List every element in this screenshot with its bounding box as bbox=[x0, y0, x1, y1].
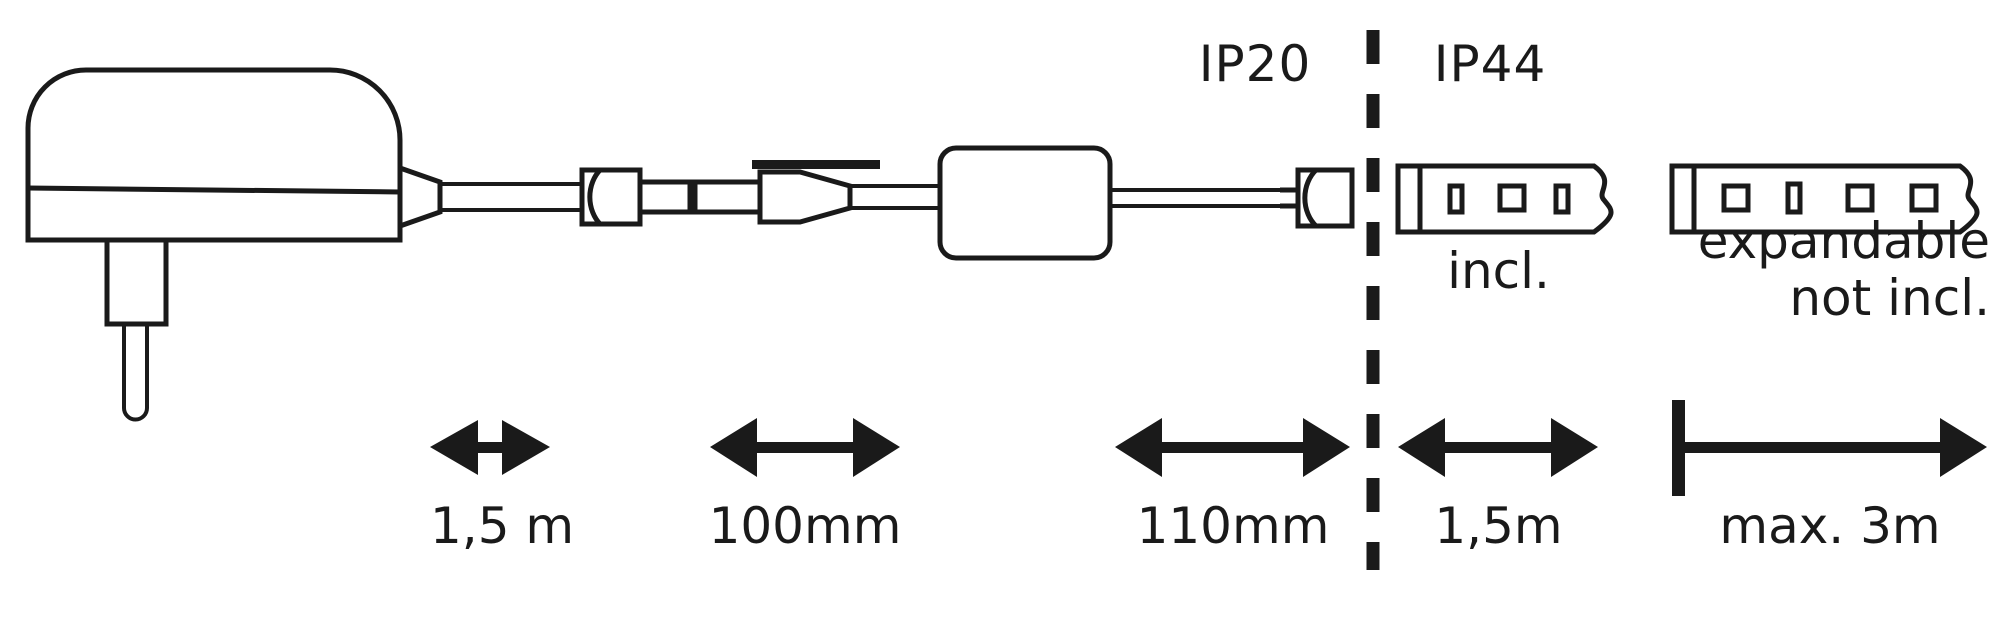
cable-marker bbox=[752, 160, 880, 169]
ip-rating-left: IP20 bbox=[1198, 35, 1312, 93]
dimension-label-mains-cable: 1,5 m bbox=[430, 497, 575, 555]
power-plug-pin-housing bbox=[104, 240, 169, 327]
dimension-label-strip-length: 1,5m bbox=[1434, 497, 1563, 555]
dimension-arrow-dc-extension bbox=[710, 418, 900, 477]
dimension-arrow-driver-cable bbox=[1115, 418, 1350, 477]
dimension-arrow-strip-length bbox=[1398, 418, 1598, 477]
led-strip-expansion bbox=[1669, 163, 1980, 235]
dc-female-connector bbox=[692, 169, 853, 225]
strip-end-connector bbox=[1280, 167, 1355, 229]
strip-expandable-note-line1: expandable bbox=[1697, 212, 1990, 270]
socket-to-driver-cable bbox=[850, 184, 940, 210]
dc-male-connector bbox=[579, 167, 693, 227]
mains-strain-relief bbox=[399, 165, 443, 229]
strip-expandable-note-line2: not incl. bbox=[1789, 269, 1990, 327]
mains-cable bbox=[440, 182, 582, 212]
led-driver-box bbox=[937, 145, 1113, 261]
power-plug-pin bbox=[122, 324, 149, 422]
ip-rating-right: IP44 bbox=[1433, 35, 1547, 93]
power-supply-plug-body bbox=[25, 67, 403, 243]
dimension-label-driver-cable: 110mm bbox=[1136, 497, 1330, 555]
dimension-arrows bbox=[430, 400, 1987, 496]
dimension-label-dc-extension: 100mm bbox=[708, 497, 902, 555]
driver-output-cable bbox=[1110, 188, 1280, 208]
dimension-arrow-mains-cable bbox=[430, 420, 550, 475]
dimension-label-max-expansion: max. 3m bbox=[1719, 497, 1941, 555]
led-strip-included bbox=[1395, 163, 1614, 235]
strip-included-note: incl. bbox=[1447, 242, 1550, 300]
dimension-arrow-max-expansion bbox=[1672, 400, 1987, 496]
